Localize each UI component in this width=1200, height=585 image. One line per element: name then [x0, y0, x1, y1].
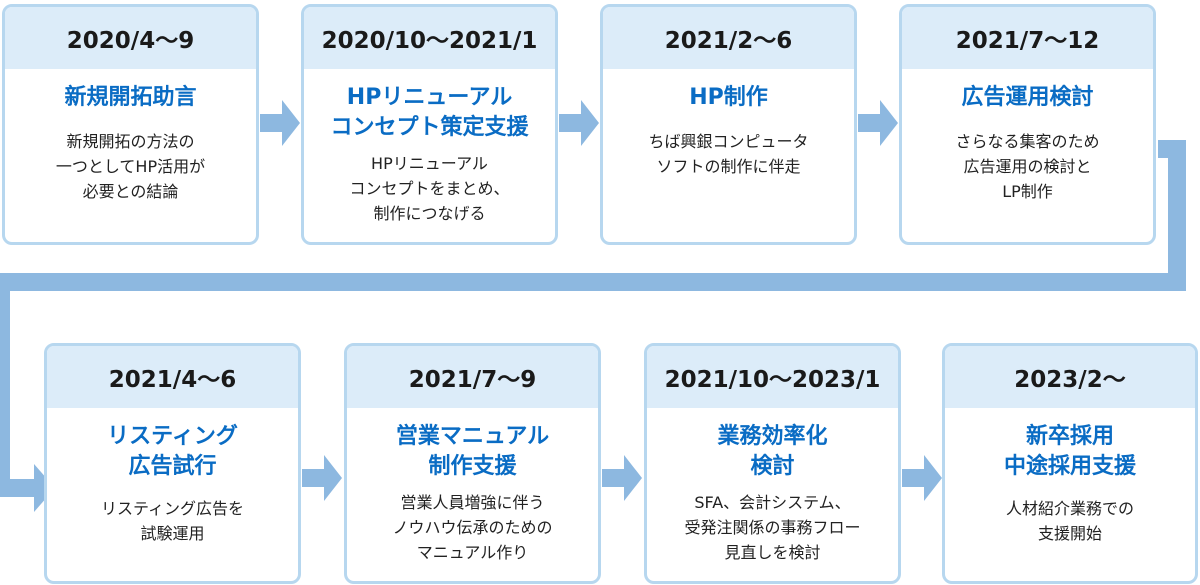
step-card-8: 2023/2〜 新卒採用 中途採用支援 人材紹介業務での 支援開始 — [942, 343, 1198, 584]
step-period: 2021/10〜2023/1 — [647, 346, 898, 408]
step-card-4: 2021/7〜12 広告運用検討 さらなる集客のため 広告運用の検討と LP制作 — [899, 4, 1156, 245]
arrow-step-7-to-8 — [902, 455, 942, 501]
step-period: 2021/2〜6 — [603, 7, 854, 69]
step-title: 業務効率化 検討 — [717, 424, 828, 479]
step-card-1: 2020/4〜9 新規開拓助言 新規開拓の方法の 一つとしてHP活用が 必要との… — [2, 4, 259, 245]
step-period: 2021/7〜12 — [902, 7, 1153, 69]
step-period: 2021/4〜6 — [47, 346, 298, 408]
step-description: 営業人員増強に伴う ノウハウ伝承のための マニュアル作り — [392, 493, 553, 562]
step-card-5: 2021/4〜6 リスティング 広告試行 リスティング広告を 試験運用 — [44, 343, 301, 584]
step-description: ちば興銀コンピュータ ソフトの制作に伴走 — [648, 132, 809, 176]
step-title: 新卒採用 中途採用支援 — [1003, 424, 1136, 479]
arrow-step-2-to-3 — [559, 100, 599, 146]
step-description: さらなる集客のため 広告運用の検討と LP制作 — [955, 132, 1100, 201]
step-card-6: 2021/7〜9 営業マニュアル 制作支援 営業人員増強に伴う ノウハウ伝承のた… — [344, 343, 601, 584]
step-description: リスティング広告を 試験運用 — [100, 499, 245, 543]
step-card-3: 2021/2〜6 HP制作 ちば興銀コンピュータ ソフトの制作に伴走 — [600, 4, 857, 245]
step-period: 2021/7〜9 — [347, 346, 598, 408]
step-card-2: 2020/10〜2021/1 HPリニューアル コンセプト策定支援 HPリニュー… — [301, 4, 558, 245]
step-description: SFA、会計システム、 受発注関係の事務フロー 見直しを検討 — [684, 493, 861, 562]
step-title: HPリニューアル コンセプト策定支援 — [330, 85, 529, 140]
step-description: 人材紹介業務での 支援開始 — [1005, 499, 1134, 543]
step-title: リスティング 広告試行 — [107, 424, 238, 479]
arrow-step-3-to-4 — [858, 100, 898, 146]
step-card-7: 2021/10〜2023/1 業務効率化 検討 SFA、会計システム、 受発注関… — [644, 343, 901, 584]
step-period: 2020/10〜2021/1 — [304, 7, 555, 69]
step-title: 営業マニュアル 制作支援 — [395, 424, 550, 479]
arrow-step-1-to-2 — [260, 100, 300, 146]
arrow-step-5-to-6 — [302, 455, 342, 501]
step-period: 2020/4〜9 — [5, 7, 256, 69]
step-period: 2023/2〜 — [945, 346, 1195, 408]
step-description: 新規開拓の方法の 一つとしてHP活用が 必要との結論 — [55, 132, 206, 201]
step-title: 新規開拓助言 — [64, 85, 197, 110]
step-description: HPリニューアル コンセプトをまとめ、 制作につなげる — [349, 154, 510, 223]
step-title: 広告運用検討 — [961, 85, 1094, 110]
step-title: HP制作 — [689, 85, 768, 110]
arrow-step-6-to-7 — [602, 455, 642, 501]
